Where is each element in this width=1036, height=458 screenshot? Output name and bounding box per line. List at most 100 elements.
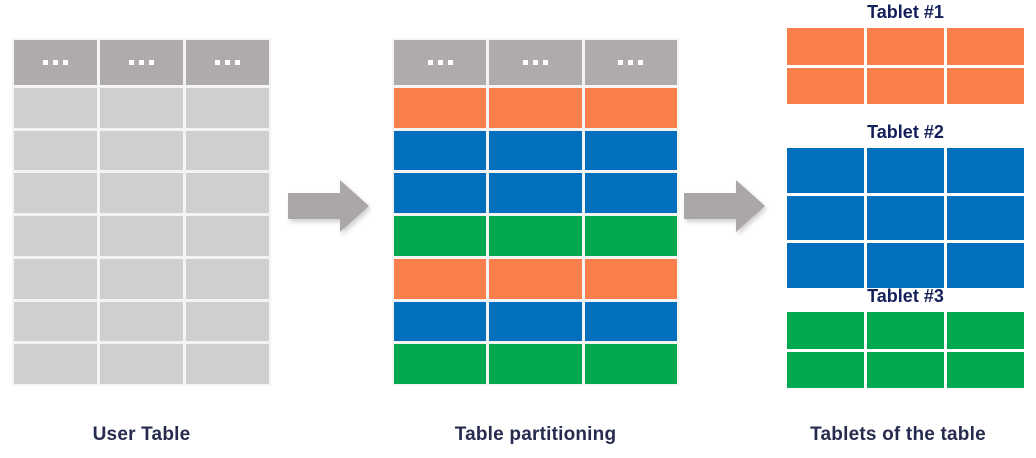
ellipsis-icon <box>522 59 548 65</box>
partitioned-table-caption: Table partitioning <box>454 424 617 445</box>
table-cell <box>100 216 183 256</box>
table-row <box>14 301 269 342</box>
table-header-row <box>14 40 269 85</box>
table-cell <box>14 216 97 256</box>
table-row <box>14 216 269 256</box>
table-cell <box>867 148 944 193</box>
user-table-caption: User Table <box>92 424 191 445</box>
table-cell <box>100 173 183 213</box>
table-cell <box>787 67 864 104</box>
table-cell <box>100 301 183 342</box>
table-cell <box>186 301 269 342</box>
table-cell <box>584 216 677 256</box>
table-cell <box>489 87 582 128</box>
table-cell <box>584 301 677 342</box>
table-cell <box>14 258 97 299</box>
table-cell <box>489 301 582 342</box>
table-cell <box>14 344 97 384</box>
table-cell <box>787 243 864 289</box>
table-cell <box>394 173 487 213</box>
table-cell <box>100 130 183 171</box>
table-header-cell <box>14 40 97 85</box>
table-cell <box>186 258 269 299</box>
table-cell <box>394 301 487 342</box>
table-cell <box>186 130 269 171</box>
tablets-caption: Tablets of the table <box>810 424 986 445</box>
table-cell <box>947 243 1024 289</box>
table-cell <box>867 312 944 349</box>
table-header-cell <box>489 40 582 85</box>
tablet-row <box>787 28 1024 65</box>
table-cell <box>947 195 1024 241</box>
partitioned-table <box>392 38 679 386</box>
table-cell <box>584 130 677 171</box>
table-header-cell <box>584 40 677 85</box>
ellipsis-icon <box>427 59 453 65</box>
ellipsis-icon <box>129 59 154 65</box>
table-cell <box>100 258 183 299</box>
table-cell <box>394 87 487 128</box>
ellipsis-icon <box>215 59 240 65</box>
tablet-row <box>787 67 1024 104</box>
table-row-blue <box>394 301 677 342</box>
table-cell <box>947 28 1024 65</box>
table-cell <box>394 130 487 171</box>
table-row-green <box>394 216 677 256</box>
table-cell <box>867 67 944 104</box>
ellipsis-icon <box>43 59 68 65</box>
table-row-blue <box>394 173 677 213</box>
table-cell <box>867 351 944 388</box>
table-header-cell <box>100 40 183 85</box>
table-cell <box>489 344 582 384</box>
ellipsis-icon <box>618 59 644 65</box>
table-cell <box>186 344 269 384</box>
table-cell <box>787 312 864 349</box>
arrow-partition-to-tablets <box>684 180 766 232</box>
table-cell <box>584 344 677 384</box>
tablet-row <box>787 312 1024 349</box>
table-row <box>14 173 269 213</box>
table-cell <box>787 28 864 65</box>
table-row <box>14 87 269 128</box>
table-row <box>14 258 269 299</box>
tablet-row <box>787 243 1024 289</box>
table-cell <box>787 351 864 388</box>
table-header-row <box>394 40 677 85</box>
table-row <box>14 344 269 384</box>
table-cell <box>14 130 97 171</box>
table-cell <box>489 130 582 171</box>
tablet-title-1: Tablet #1 <box>867 2 944 22</box>
table-cell <box>186 87 269 128</box>
table-cell <box>584 258 677 299</box>
table-header-cell <box>186 40 269 85</box>
table-cell <box>947 67 1024 104</box>
table-cell <box>947 148 1024 193</box>
table-cell <box>584 173 677 213</box>
table-cell <box>787 195 864 241</box>
tablet-title-2: Tablet #2 <box>867 122 944 142</box>
table-cell <box>489 216 582 256</box>
tablet-row <box>787 195 1024 241</box>
tablet-row <box>787 148 1024 193</box>
table-cell <box>100 344 183 384</box>
table-row <box>14 130 269 171</box>
table-cell <box>787 148 864 193</box>
table-cell <box>489 258 582 299</box>
table-header-cell <box>394 40 487 85</box>
table-cell <box>14 301 97 342</box>
table-cell <box>867 195 944 241</box>
user-table <box>12 38 271 386</box>
table-cell <box>14 173 97 213</box>
tablet-row <box>787 351 1024 388</box>
table-cell <box>947 312 1024 349</box>
tablet-title-3: Tablet #3 <box>867 286 944 306</box>
table-cell <box>867 243 944 289</box>
table-cell <box>186 216 269 256</box>
table-cell <box>867 28 944 65</box>
table-cell <box>394 258 487 299</box>
arrow-table-to-partition <box>288 180 370 232</box>
tablet-table-3 <box>787 312 1024 388</box>
tablet-table-2 <box>787 148 1024 289</box>
table-cell <box>394 216 487 256</box>
